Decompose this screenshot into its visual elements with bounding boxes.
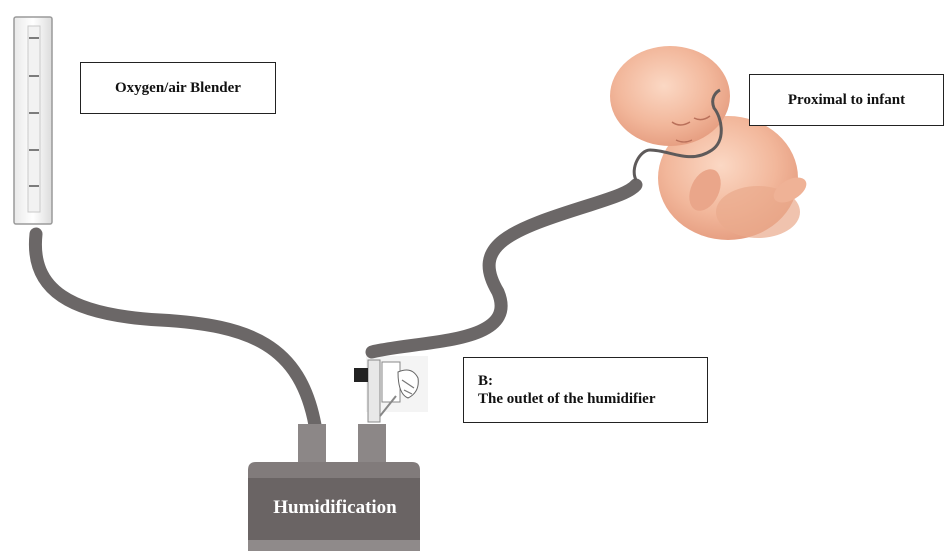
humidifier-label: Humidification: [250, 497, 420, 519]
blender-flowmeter: [14, 17, 52, 224]
infant-label: Proximal to infant: [749, 74, 944, 126]
outlet-tube: [372, 185, 636, 352]
outlet-label: B: The outlet of the humidifier: [463, 357, 708, 423]
outlet-temperature-probe: [354, 356, 428, 422]
blender-label: Oxygen/air Blender: [80, 62, 276, 114]
humidifier: [248, 424, 420, 551]
inlet-tube: [35, 234, 315, 425]
outlet-label-title: B:: [478, 372, 493, 390]
infant-label-text: Proximal to infant: [788, 92, 905, 109]
blender-label-text: Oxygen/air Blender: [115, 80, 241, 97]
outlet-label-desc: The outlet of the humidifier: [478, 390, 656, 408]
